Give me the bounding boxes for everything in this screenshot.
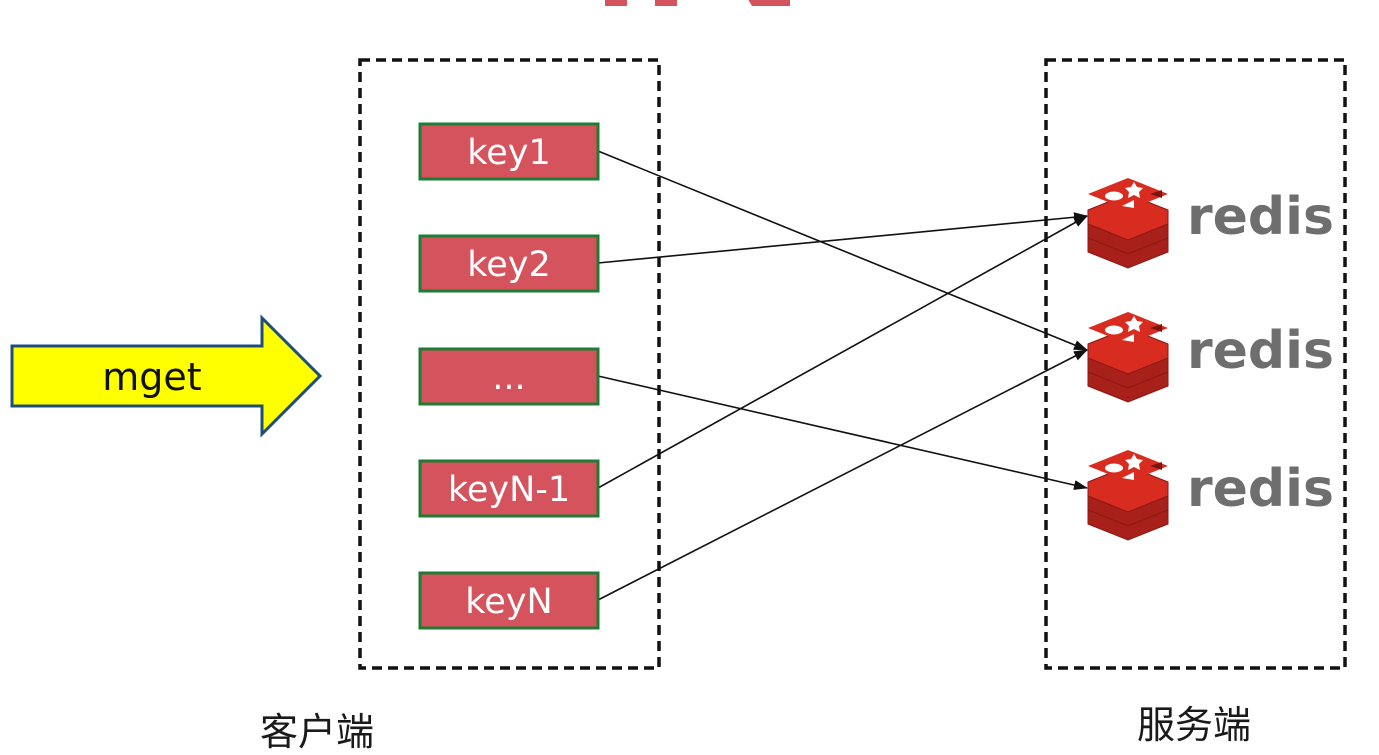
connector-arrow [597,349,1088,601]
server-label: 服务端 [1137,703,1251,747]
key-label: key1 [467,133,551,173]
connector-arrow [597,375,1088,490]
key-box [418,571,600,630]
key-box [418,122,600,181]
redis-logo-icon [1087,450,1169,541]
client-label: 客户端 [260,710,374,754]
connector-arrow [597,150,1088,351]
key-label: ... [492,358,525,398]
key-item: keyN-1 [418,459,600,518]
redis-logo-icon [1087,312,1169,403]
key-node-connectors [597,150,1088,601]
key-box [418,234,600,293]
redis-node: redis [1087,450,1334,541]
key-label: keyN [465,582,552,622]
key-label: key2 [467,245,551,285]
key-item: ... [418,347,600,406]
connector-arrow [597,215,1088,489]
mget-label: mget [102,355,201,399]
server-box [1044,58,1347,670]
client-box [358,58,661,670]
key-item: key2 [418,234,600,293]
key-item: keyN [418,571,600,630]
redis-label: redis [1187,187,1334,247]
redis-node: redis [1087,178,1334,269]
key-box [418,459,600,518]
key-list: key1 key2 ... keyN-1 keyN [418,122,600,630]
connector-arrow [597,212,1088,264]
redis-label: redis [1187,459,1334,519]
title-fragment [605,0,790,6]
arrow-right-icon [10,314,323,438]
redis-node: redis [1087,312,1334,403]
key-box [418,347,600,406]
redis-label: redis [1187,321,1334,381]
redis-logo-icon [1087,178,1169,269]
redis-node-list: redis redis redis [1087,178,1334,541]
mget-arrow: mget [10,314,323,438]
key-label: keyN-1 [448,470,570,510]
key-item: key1 [418,122,600,181]
